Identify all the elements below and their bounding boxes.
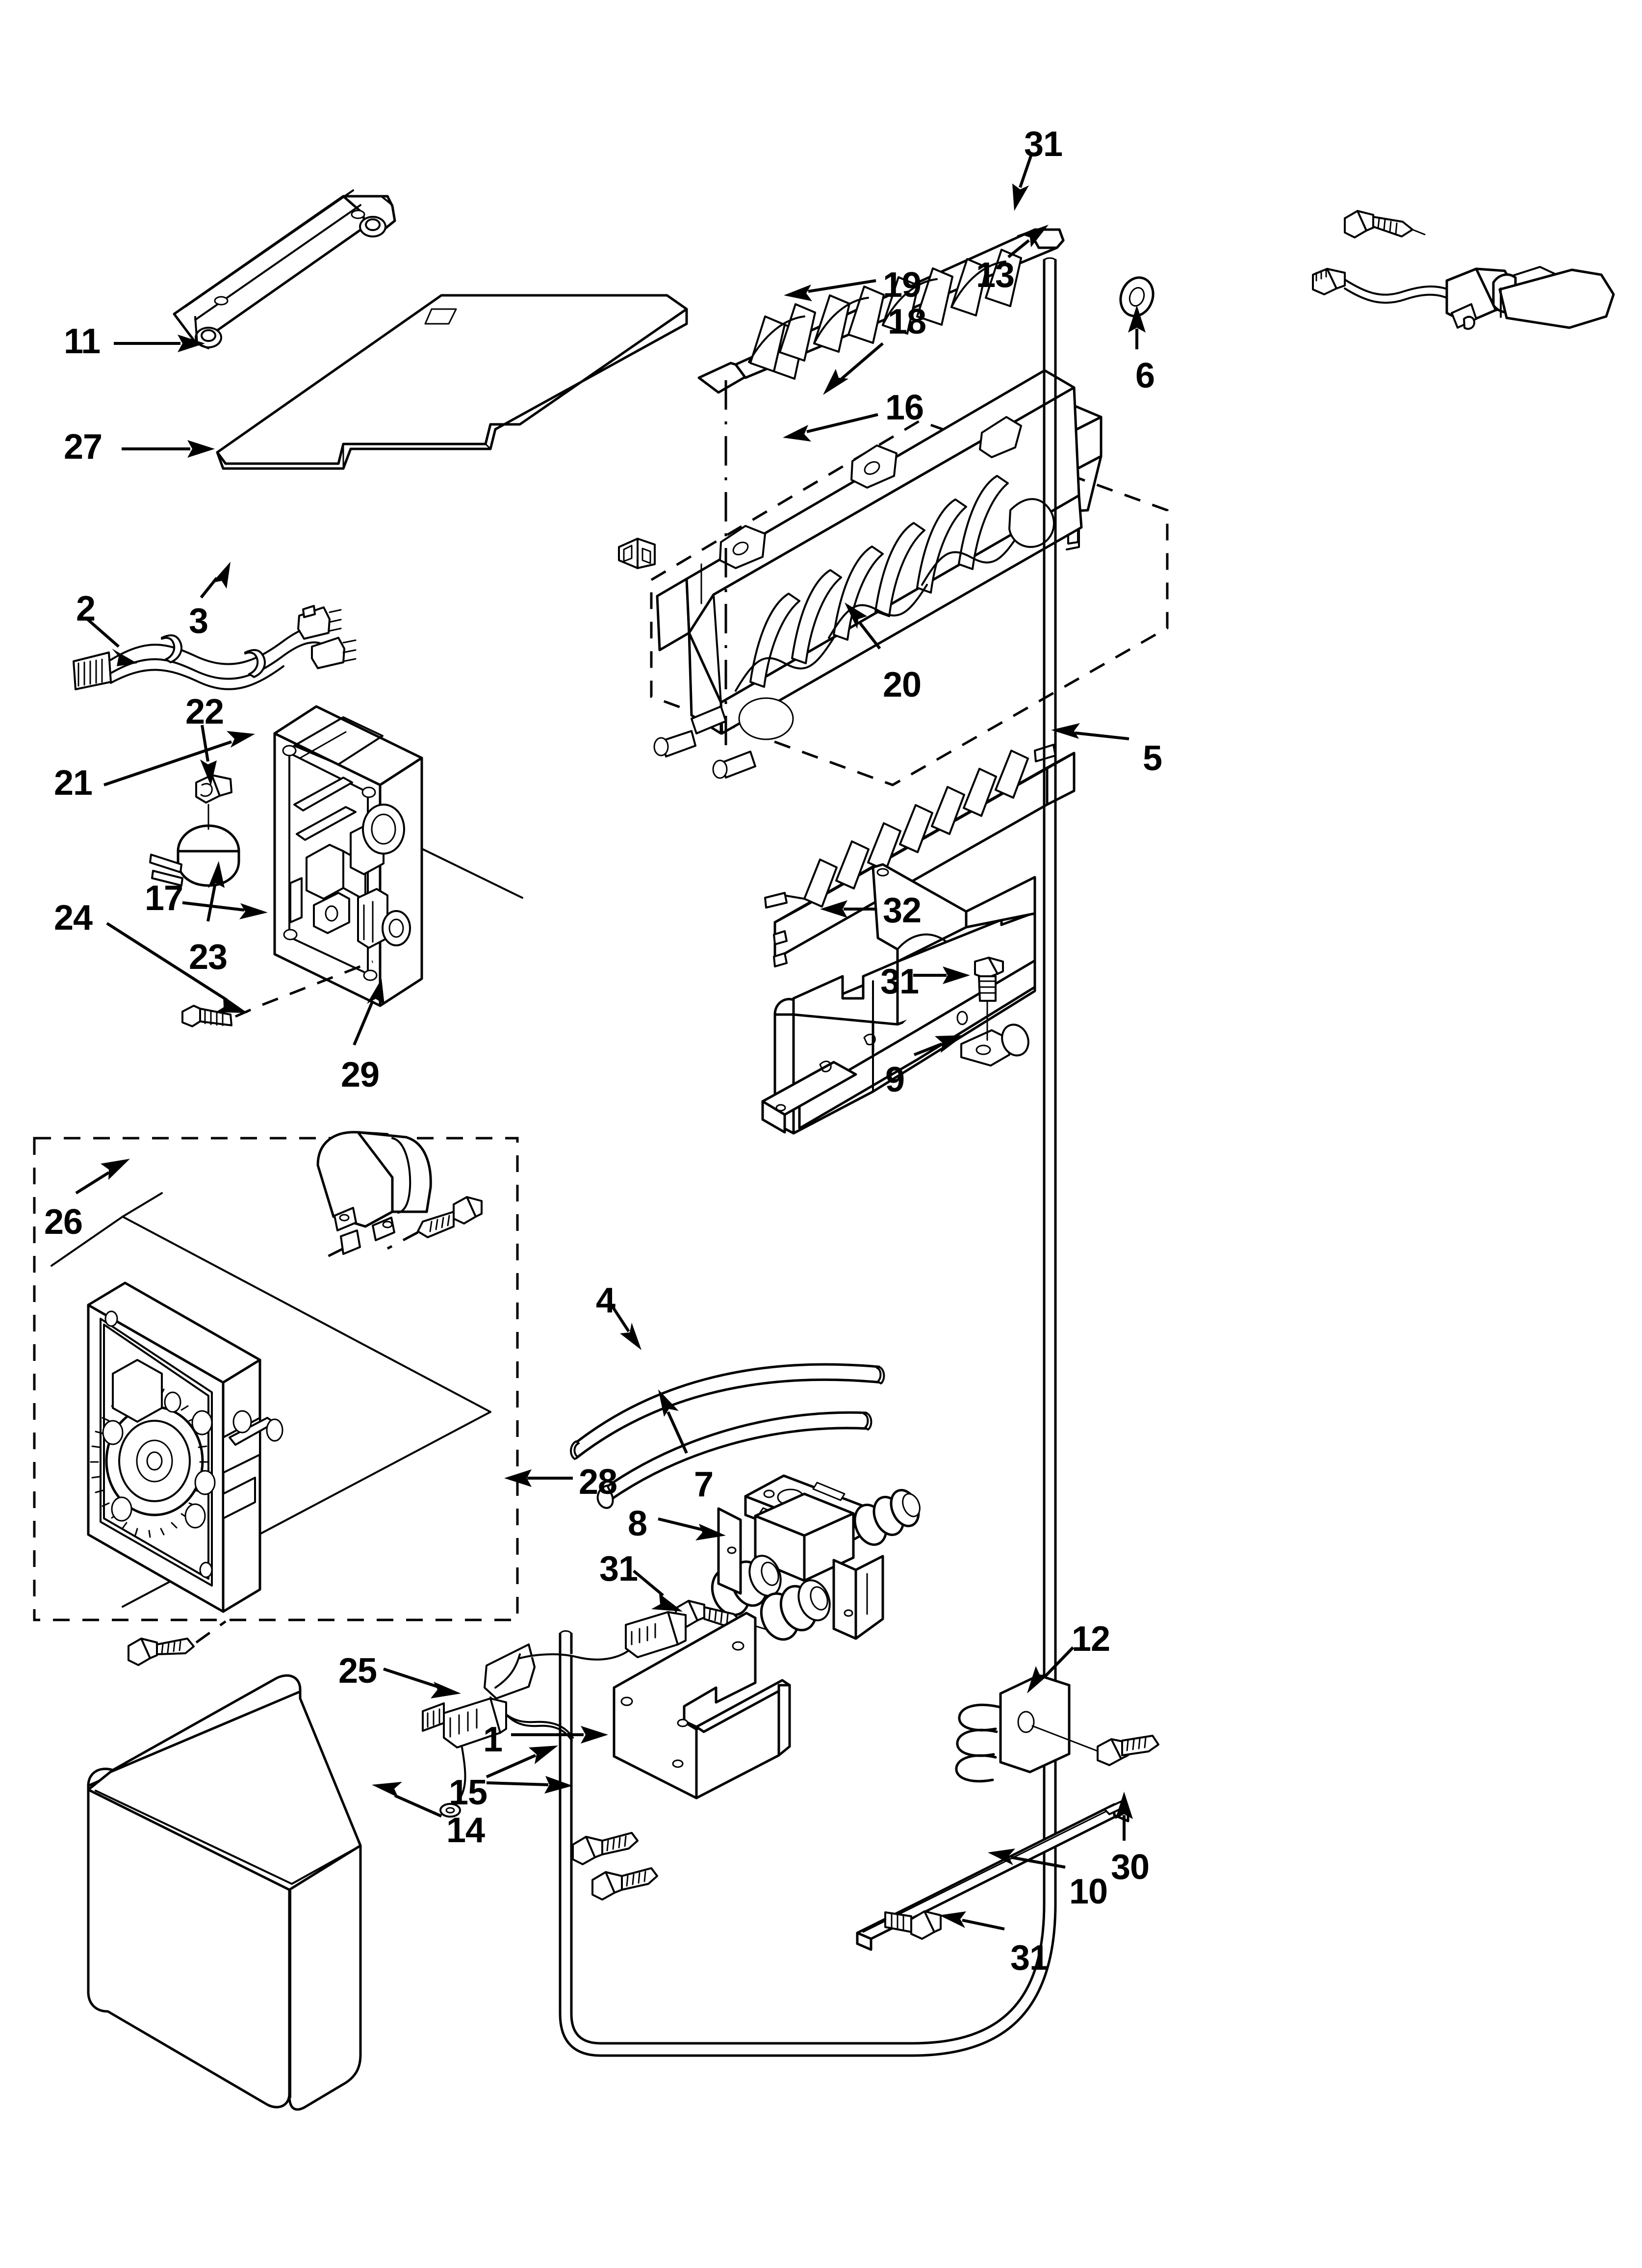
part-6-grommet-washer (1119, 276, 1155, 317)
callout-28: 28 (579, 1462, 617, 1502)
callout-20: 20 (883, 665, 922, 704)
callout-19: 19 (883, 265, 922, 305)
gear-module-body (87, 1281, 283, 1613)
part-11-shelf-front-rail (173, 189, 396, 349)
callout-23: 23 (189, 938, 228, 977)
callout-3: 3 (189, 601, 208, 641)
callout-10: 10 (1069, 1872, 1108, 1911)
part-26-mounting-screw (128, 1620, 227, 1666)
part-15-screws (572, 1832, 658, 1901)
part-14-ice-bin-container (87, 1674, 362, 2111)
part-16-icemaker-mold-body (650, 369, 1169, 786)
callout-18: 18 (888, 302, 926, 341)
callout-21: 21 (54, 763, 93, 803)
callout-6: 6 (1135, 356, 1155, 395)
leader-lines (75, 153, 1146, 1930)
part-28-gear-module-assembly (33, 1131, 519, 1666)
part-2-wire-harness (73, 605, 357, 690)
part-30-clip-screw (1097, 1735, 1159, 1766)
callout-26: 26 (44, 1202, 83, 1242)
callout-1: 1 (483, 1720, 503, 1759)
callout-15: 15 (449, 1773, 487, 1812)
part-23-thermostat-plug (149, 804, 240, 887)
part-31-hex-screw-clamp (974, 957, 1004, 1041)
callout-24: 24 (54, 898, 93, 938)
part-25-harness-and-switch (422, 1611, 687, 1818)
part-4-water-tube-upper (570, 1363, 885, 1460)
callout-8: 8 (628, 1504, 647, 1543)
callout-9: 9 (885, 1060, 905, 1099)
part-12-spring-clip-bracket (955, 1674, 1100, 1783)
callout-2: 2 (76, 589, 96, 628)
part-7-water-tube-lower (596, 1411, 872, 1509)
callout-11: 11 (64, 322, 101, 361)
part-22-coupler (195, 774, 232, 804)
callout-31-top: 31 (1024, 125, 1063, 164)
callout-16: 16 (885, 388, 924, 427)
callout-17: 17 (145, 879, 183, 918)
callout-29: 29 (341, 1055, 380, 1095)
part-27-shelf-panel (216, 294, 688, 470)
part-17-motor-cover (316, 1131, 432, 1260)
part-8-water-inlet-valve (711, 1474, 921, 1641)
callout-31-rail: 31 (1010, 1938, 1049, 1978)
part-3-clip (618, 538, 656, 569)
part-9-tube-clamp (960, 1023, 1029, 1067)
callout-31-bracket: 31 (599, 1549, 638, 1589)
part-21-control-module-housing (273, 705, 523, 1007)
part-31-hex-screw-top (1344, 210, 1426, 238)
callout-12: 12 (1072, 1619, 1110, 1659)
callout-5: 5 (1143, 739, 1162, 778)
callout-4: 4 (596, 1281, 616, 1320)
callout-7: 7 (694, 1465, 714, 1504)
part-31-hex-screw-rail (884, 1910, 942, 1940)
part-1-bracket (613, 1612, 791, 1799)
callout-27: 27 (64, 427, 103, 467)
callout-30: 30 (1111, 1848, 1150, 1887)
part-13-thermal-cutoff-sensor (1312, 266, 1615, 330)
callout-25: 25 (338, 1651, 377, 1691)
callout-22: 22 (185, 692, 224, 731)
part-19-ejector-blade-assembly (697, 228, 1065, 394)
callout-13: 13 (976, 256, 1015, 295)
callout-14: 14 (446, 1811, 485, 1850)
part-29-motor-screw (386, 1196, 483, 1250)
callout-31-clamp: 31 (880, 962, 919, 1001)
part-5-water-line-tube (559, 257, 1057, 2057)
callout-32: 32 (883, 891, 922, 930)
